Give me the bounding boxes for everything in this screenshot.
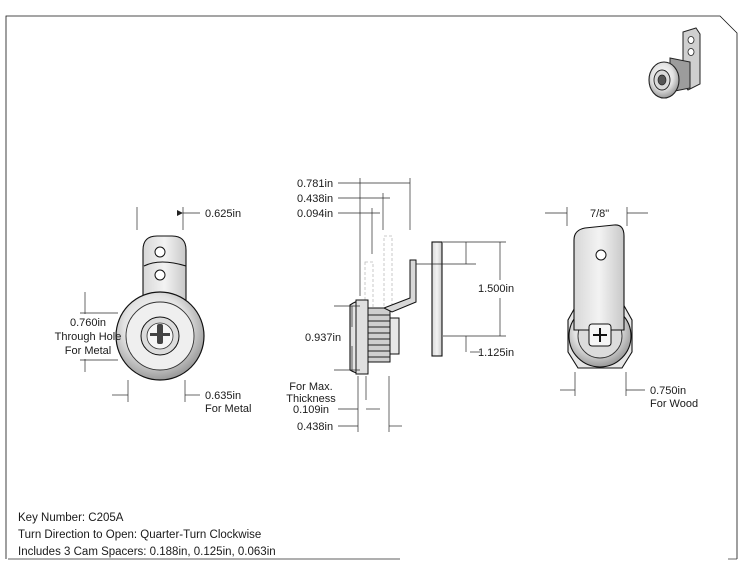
dim-side-1125: 1.125in — [478, 347, 514, 359]
dim-max-thickness-line1: For Max. — [289, 381, 332, 393]
dim-front-width: 0.625in — [205, 208, 241, 220]
front-dimensions — [80, 207, 200, 402]
dim-side-0937: 0.937in — [305, 332, 341, 344]
side-dimensions — [334, 178, 506, 432]
dim-through-hole-value: 0.760in — [70, 317, 106, 329]
note-cam-spacers: Includes 3 Cam Spacers: 0.188in, 0.125in… — [18, 546, 276, 558]
dim-through-hole-label: Through Hole — [55, 331, 122, 343]
rear-dimensions — [545, 207, 648, 396]
dim-through-hole-note: For Metal — [65, 345, 111, 357]
dim-rear-bottom-note: For Wood — [650, 398, 698, 410]
dim-max-thickness-line2: Thickness — [286, 393, 336, 405]
dim-side-0438-top: 0.438in — [297, 193, 333, 205]
dim-bottom-metal-note: For Metal — [205, 403, 251, 415]
front-view — [115, 235, 205, 381]
dimension-labels: 0.625in 0.760in Through Hole For Metal 0… — [55, 178, 698, 433]
dim-bottom-metal-value: 0.635in — [205, 390, 241, 402]
note-turn-direction: Turn Direction to Open: Quarter-Turn Clo… — [18, 529, 262, 541]
dim-side-0781: 0.781in — [297, 178, 333, 190]
note-key-number: Key Number: C205A — [18, 512, 124, 524]
dim-side-0438-bottom: 0.438in — [297, 421, 333, 433]
dim-side-1500: 1.500in — [478, 283, 514, 295]
dim-max-thickness-value: 0.109in — [293, 404, 329, 416]
drawing-border — [5, 15, 738, 560]
dim-side-0094: 0.094in — [297, 208, 333, 220]
dim-rear-bottom-value: 0.750in — [650, 385, 686, 397]
dim-rear-top: 7/8" — [590, 208, 609, 220]
isometric-lock-thumbnail — [648, 27, 701, 99]
side-view — [349, 235, 443, 375]
spec-notes: Key Number: C205A Turn Direction to Open… — [18, 510, 276, 561]
rear-view — [567, 224, 633, 369]
